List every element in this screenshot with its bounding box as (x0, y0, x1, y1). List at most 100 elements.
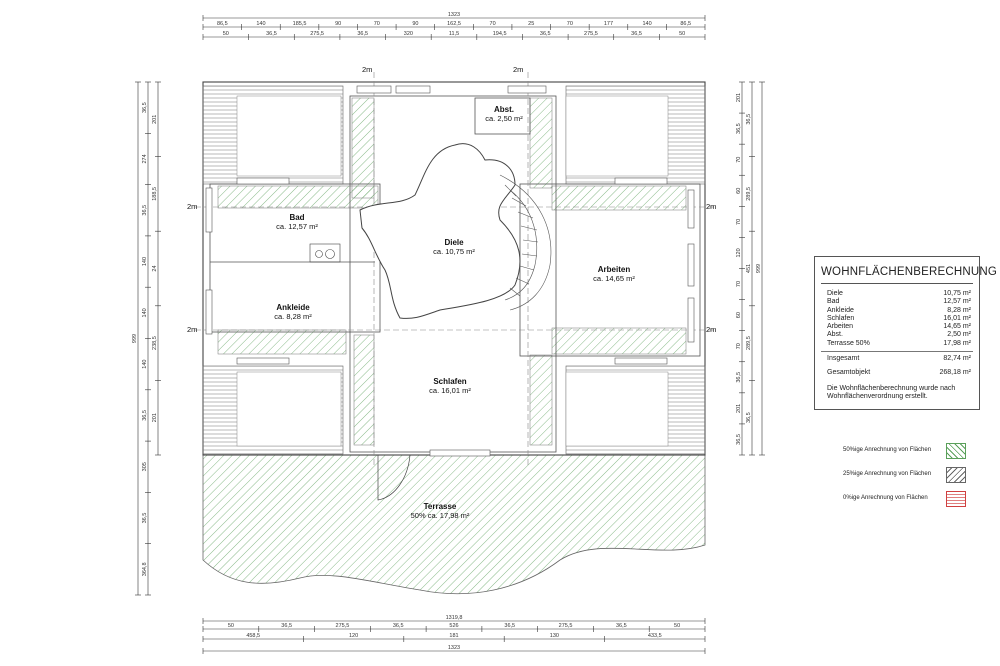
row-value: 2,50 m² (947, 331, 971, 339)
axis-label: 2m (706, 325, 716, 334)
total-label: Insgesamt (827, 355, 860, 363)
dimension-label: 433,5 (648, 633, 662, 639)
room-area-arbeiten: ca. 14,65 m² (593, 274, 635, 283)
dimension-label: 1323 (448, 12, 460, 18)
room-name-arbeiten: Arbeiten (598, 265, 631, 274)
dimension-label: 999 (132, 334, 138, 343)
row-label: Diele (827, 290, 843, 297)
room-area-diele: ca. 10,75 m² (433, 247, 475, 256)
dimension-label: 36,5 (616, 623, 627, 629)
dimension-label: 364,8 (142, 562, 148, 576)
dimension-label: 70 (490, 21, 496, 27)
dimension-label: 86,5 (217, 21, 228, 27)
dimension-label: 275,5 (310, 31, 324, 37)
dimension-label: 36,5 (736, 123, 742, 134)
dimension-label: 1319,8 (446, 615, 463, 621)
room-name-abst: Abst. (494, 105, 514, 114)
dimension-label: 458,5 (246, 633, 260, 639)
dimension-label: 50 (679, 31, 685, 37)
dimension-label: 177 (604, 21, 613, 27)
dimension-label: 36,5 (504, 623, 515, 629)
dimension-label: 36,5 (736, 434, 742, 445)
row-value: 16,01 m² (943, 314, 971, 322)
row-value: 12,57 m² (943, 298, 971, 306)
reduced-height-strips (217, 97, 687, 446)
row-label: Bad (827, 298, 840, 306)
dimension-label: 181 (449, 633, 458, 639)
row-value: 8,28 m² (947, 306, 971, 314)
dimension-label: 238,5 (152, 336, 158, 350)
dimension-label: 36,5 (281, 623, 292, 629)
dimension-label: 11,5 (449, 31, 459, 37)
room-area-bad: ca. 12,57 m² (276, 222, 318, 231)
windows (205, 85, 695, 457)
dimension-label: 50 (674, 623, 680, 629)
row-value: 14,65 m² (943, 323, 971, 331)
room-name-ankleide: Ankleide (276, 303, 310, 312)
dimension-label: 50 (228, 623, 234, 629)
room-name-terrasse: Terrasse (424, 502, 457, 511)
dimension-label: 201 (736, 404, 742, 413)
dimension-label: 185,5 (293, 21, 307, 27)
wohnflaeche-objekt-row: Gesamtobjekt 268,18 m² (815, 369, 979, 377)
dimension-label: 140 (256, 21, 265, 27)
staircase (499, 174, 552, 311)
dimension-label: 140 (142, 308, 148, 317)
dimension-label: 526 (449, 623, 458, 629)
room-area-abst: ca. 2,50 m² (485, 114, 523, 123)
room-area-ankleide: ca. 8,28 m² (274, 312, 312, 321)
row-label: Abst. (827, 331, 843, 339)
dimension-label: 275,5 (559, 623, 573, 629)
dimension-label: 90 (412, 21, 418, 27)
dimension-label: 90 (335, 21, 341, 27)
row-label: Schlafen (827, 314, 855, 322)
dimension-label: 275,5 (336, 623, 350, 629)
dimension-label: 120 (736, 248, 742, 257)
dimension-label: 275,5 (584, 31, 598, 37)
door-swing (377, 454, 411, 501)
dimension-label: 188,5 (152, 187, 158, 201)
dimension-label: 36,5 (142, 410, 148, 421)
dimension-label: 36,5 (736, 372, 742, 383)
dimension-label: 289,5 (746, 336, 752, 350)
wohnflaeche-note: Die Wohnflächenberechnung wurde nach Woh… (827, 384, 956, 401)
dimension-label: 1323 (448, 645, 460, 651)
dimension-label: 36,5 (266, 31, 277, 37)
axis-label: 2m (187, 202, 197, 211)
legend-label-25: 25%ige Anrechnung von Flächen (843, 471, 932, 477)
legend-swatch-50 (946, 443, 966, 459)
dimension-label: 120 (349, 633, 358, 639)
dimension-label: 36,5 (357, 31, 368, 37)
room-area-schlafen: ca. 16,01 m² (429, 386, 471, 395)
dimension-label: 140 (142, 257, 148, 266)
dimension-label: 36,5 (540, 31, 551, 37)
legend-swatch-25 (946, 467, 966, 483)
axis-label: 2m (362, 65, 372, 74)
dimension-label: 36,5 (142, 205, 148, 216)
room-name-diele: Diele (444, 238, 464, 247)
dimension-label: 451 (746, 264, 752, 273)
dimension-label: 36,5 (746, 114, 752, 125)
dimension-label: 289,5 (746, 187, 752, 201)
bad-fixtures (309, 243, 341, 263)
dimension-label: 60 (736, 312, 742, 318)
dimension-label: 70 (736, 343, 742, 349)
wohnflaeche-row: Terrasse 50%17,98 m² (821, 340, 973, 348)
diele-outline (359, 143, 521, 319)
row-label: Arbeiten (827, 323, 854, 331)
dimension-label: 36,5 (142, 513, 148, 524)
total-value: 82,74 m² (943, 355, 971, 363)
dimension-label: 70 (736, 157, 742, 163)
dimension-label: 36,5 (631, 31, 642, 37)
dimension-label: 201 (736, 93, 742, 102)
dimension-label: 130 (550, 633, 559, 639)
dimension-label: 140 (642, 21, 651, 27)
objekt-label: Gesamtobjekt (827, 369, 871, 377)
row-value: 17,98 m² (943, 339, 971, 347)
